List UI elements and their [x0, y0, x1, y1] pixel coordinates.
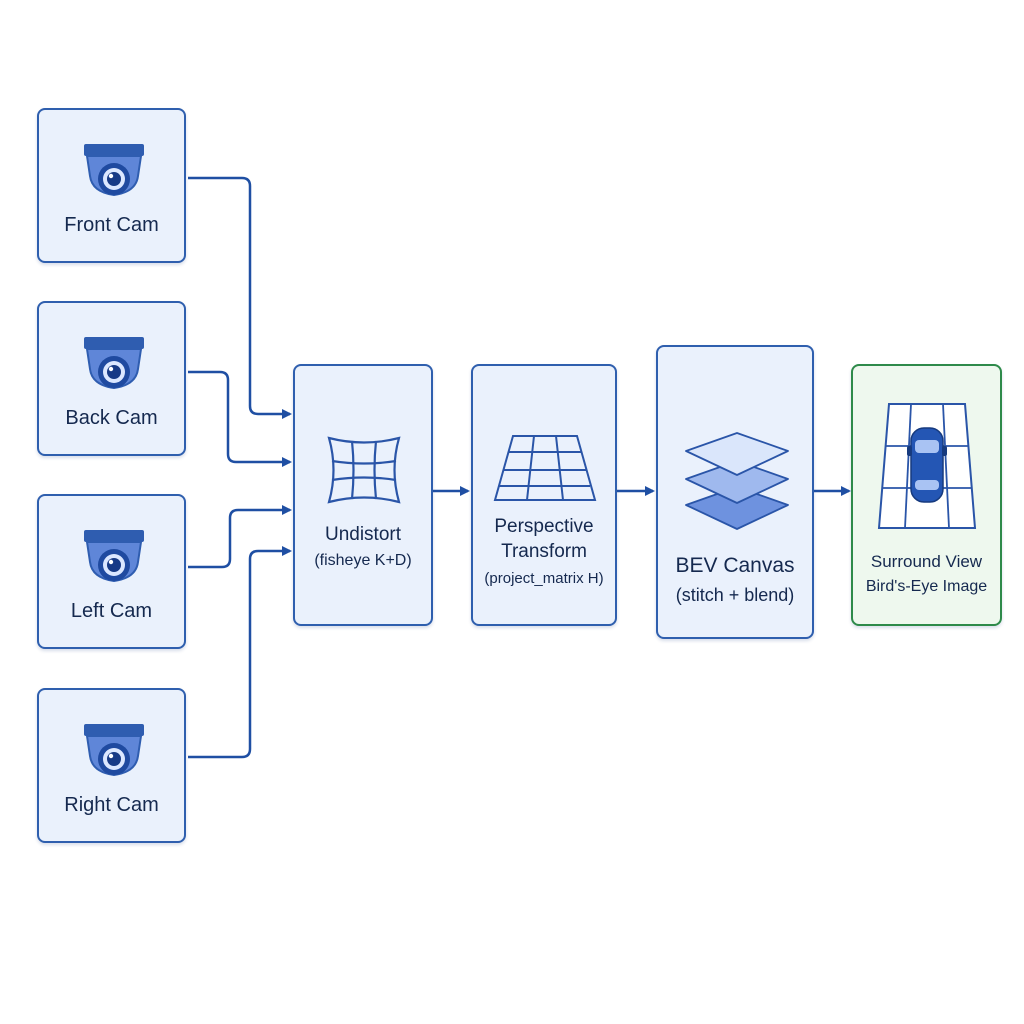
perspective-grid-icon	[493, 435, 597, 501]
arrow-left-to-undistort	[188, 505, 292, 569]
bev-title: BEV Canvas	[675, 554, 795, 577]
left-cam-node[interactable]: Left Cam	[37, 494, 186, 649]
back-cam-node[interactable]: Back Cam	[37, 301, 186, 456]
arrow-back-to-undistort	[188, 370, 292, 467]
perspective-transform-node[interactable]: Perspective Transform (project_matrix H)	[471, 364, 617, 626]
bev-subtitle: (stitch + blend)	[675, 585, 795, 605]
perspective-subtitle: (project_matrix H)	[484, 570, 604, 587]
back-cam-label: Back Cam	[65, 407, 158, 429]
surround-view-output-node[interactable]: Surround View Bird's-Eye Image	[851, 364, 1002, 626]
dome-camera-icon	[84, 724, 144, 777]
dome-camera-icon	[84, 530, 144, 583]
output-title: Surround View	[870, 552, 983, 571]
undistort-node[interactable]: Undistort (fisheye K+D)	[293, 364, 433, 626]
right-cam-node[interactable]: Right Cam	[37, 688, 186, 843]
perspective-title-line1: Perspective	[494, 516, 594, 537]
undistort-title: Undistort	[324, 524, 402, 545]
dome-camera-icon	[84, 144, 144, 197]
bev-canvas-node[interactable]: BEV Canvas (stitch + blend)	[656, 345, 814, 639]
stacked-layers-icon	[685, 432, 789, 530]
dome-camera-icon	[84, 337, 144, 390]
left-cam-label: Left Cam	[70, 600, 153, 622]
front-cam-label: Front Cam	[64, 214, 159, 236]
arrow-right-to-undistort	[188, 546, 292, 759]
undistort-grid-icon	[327, 436, 401, 504]
arrow-front-to-undistort	[188, 176, 292, 419]
front-cam-node[interactable]: Front Cam	[37, 108, 186, 263]
car-top-view-icon	[877, 403, 977, 529]
right-cam-label: Right Cam	[64, 794, 159, 816]
output-subtitle: Bird's-Eye Image	[865, 578, 988, 595]
perspective-title-line2: Transform	[501, 541, 587, 562]
undistort-subtitle: (fisheye K+D)	[314, 552, 412, 569]
